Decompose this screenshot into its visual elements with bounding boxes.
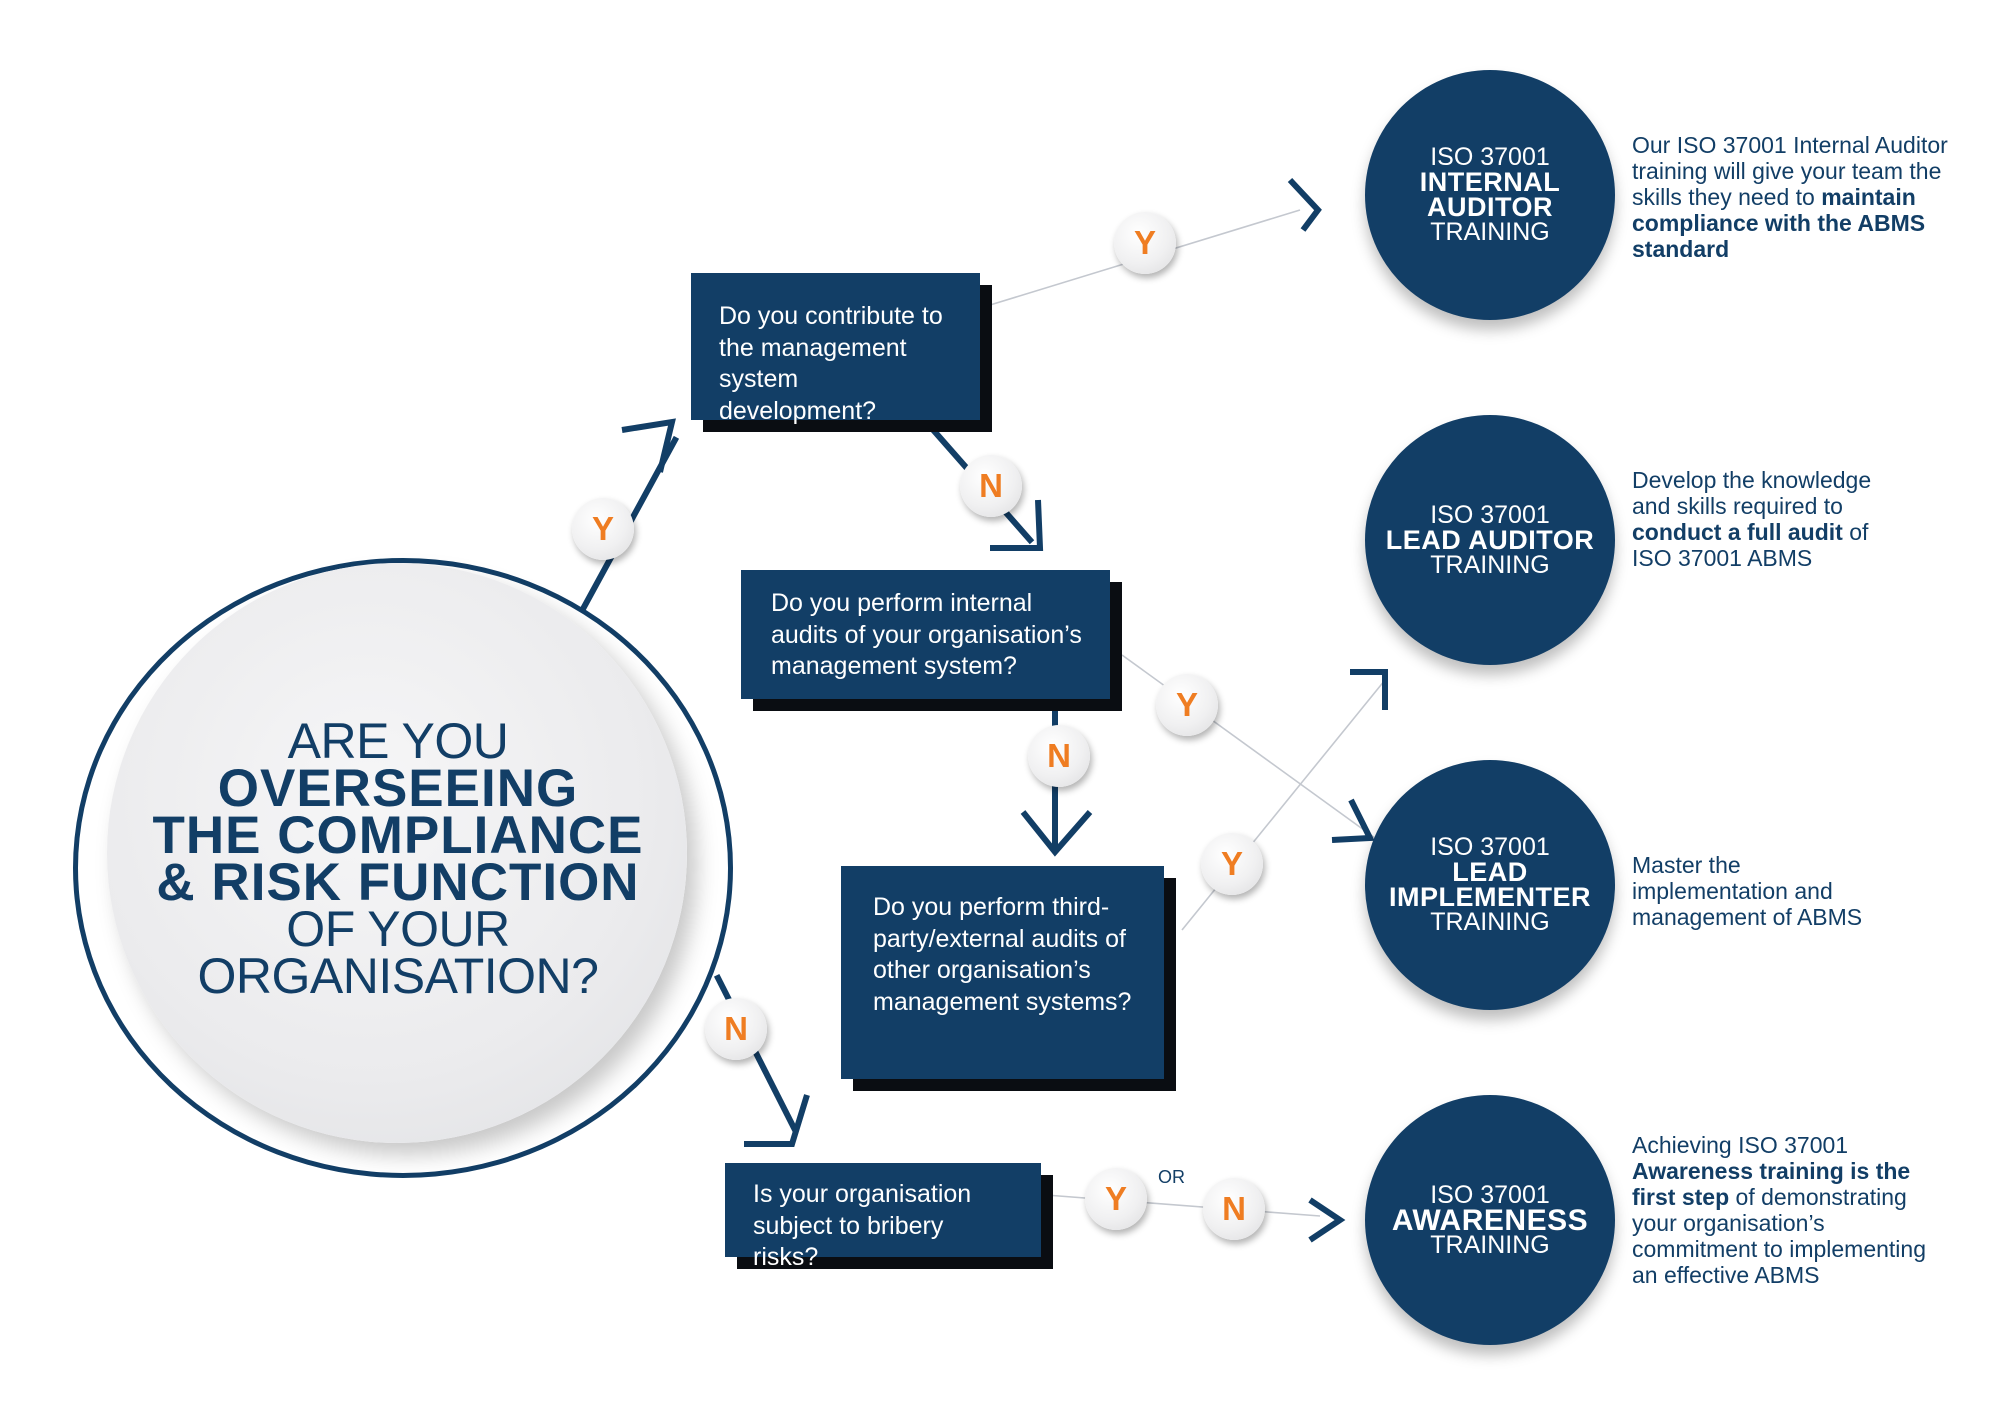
arrowhead-q2 <box>990 499 1044 551</box>
arrowhead-q4 <box>744 1094 810 1147</box>
training-suffix: TRAINING <box>1430 550 1550 579</box>
main-question-line6: ORGANISATION? <box>197 948 599 1004</box>
description-emphasis: maintain compliance with the ABMS standa… <box>1632 184 1926 262</box>
training-name: INTERNAL <box>1419 167 1561 197</box>
main-question-line5: OF YOUR <box>286 901 510 957</box>
training-name: LEAD <box>1452 857 1528 887</box>
description-emphasis: conduct a full audit <box>1632 519 1843 545</box>
no-bubble-q1: N <box>960 455 1022 517</box>
description-text: Our ISO 37001 Internal Auditor training … <box>1632 132 1948 210</box>
arrowhead-q1 <box>621 418 676 473</box>
training-name: AUDITOR <box>1426 192 1553 222</box>
yes-bubble-q3: Y <box>1201 833 1263 895</box>
training-prefix: ISO 37001 <box>1430 143 1550 171</box>
arrowhead-awareness <box>1308 1197 1346 1243</box>
arrowhead-q3 <box>1020 810 1093 857</box>
question-text: Is your organisation subject to bribery … <box>753 1180 972 1271</box>
question-box-external-audits: Do you perform third-party/external audi… <box>841 866 1164 1079</box>
training-name: LEAD AUDITOR <box>1385 524 1595 555</box>
arrowhead-lead-auditor <box>1350 669 1388 710</box>
connector-q2-yes <box>1121 654 1376 839</box>
training-suffix: TRAINING <box>1430 908 1550 936</box>
description-emphasis: Awareness training is the first step <box>1632 1158 1911 1210</box>
training-prefix: ISO 37001 <box>1430 1180 1550 1209</box>
yes-bubble-main: Y <box>572 498 634 560</box>
training-suffix: TRAINING <box>1430 1230 1550 1259</box>
question-text: Do you perform internal audits of your o… <box>771 589 1082 680</box>
main-question-line4: & RISK FUNCTION <box>156 853 640 912</box>
description-text: of demonstrating your organisation’s com… <box>1632 1184 1926 1288</box>
main-question-line3: THE COMPLIANCE <box>152 806 644 865</box>
training-circle-lead-implementer: ISO 37001 LEAD IMPLEMENTER TRAINING <box>1365 760 1615 1010</box>
no-bubble-q2: N <box>1028 725 1090 787</box>
yes-bubble-q4: Y <box>1085 1168 1147 1230</box>
training-prefix: ISO 37001 <box>1430 833 1550 861</box>
question-box-management-development: Do you contribute to the management syst… <box>691 273 980 425</box>
main-question-line2: OVERSEEING <box>217 759 579 818</box>
main-question-line1: ARE YOU <box>287 713 509 769</box>
training-name: IMPLEMENTER <box>1388 882 1591 912</box>
training-circle-lead-auditor: ISO 37001 LEAD AUDITOR TRAINING <box>1365 415 1615 665</box>
description-lead-implementer: Master the implementation and management… <box>1632 852 1897 930</box>
arrowhead-internal-auditor <box>1287 177 1322 232</box>
description-text: Master the implementation and management… <box>1632 852 1863 930</box>
description-text: Develop the knowledge and skills require… <box>1632 467 1872 519</box>
no-bubble-q4: N <box>1203 1178 1265 1240</box>
question-box-bribery-risks: Is your organisation subject to bribery … <box>725 1163 1041 1271</box>
training-circle-internal-auditor: ISO 37001 INTERNAL AUDITOR TRAINING <box>1365 70 1615 320</box>
question-box-internal-audits: Do you perform internal audits of your o… <box>741 570 1110 699</box>
main-question-circle <box>107 563 687 1143</box>
description-internal-auditor: Our ISO 37001 Internal Auditor training … <box>1632 132 1952 262</box>
no-bubble-main: N <box>705 998 767 1060</box>
yes-bubble-q2: Y <box>1156 674 1218 736</box>
or-label: OR <box>1158 1167 1185 1187</box>
description-text: of ISO 37001 ABMS <box>1632 519 1869 571</box>
description-lead-auditor: Develop the knowledge and skills require… <box>1632 467 1897 571</box>
question-text: Do you contribute to the management syst… <box>719 302 943 425</box>
question-text: Do you perform third-party/external audi… <box>873 893 1132 1016</box>
training-suffix: TRAINING <box>1430 218 1550 246</box>
yes-bubble-q1: Y <box>1114 212 1176 274</box>
description-awareness: Achieving ISO 37001 Awareness training i… <box>1632 1132 1942 1288</box>
main-question-text: ARE YOU OVERSEEING THE COMPLIANCE & RISK… <box>120 713 676 1004</box>
training-circle-awareness: ISO 37001 AWARENESS TRAINING <box>1365 1095 1615 1345</box>
training-name: AWARENESS <box>1391 1203 1589 1237</box>
description-text: Achieving ISO 37001 <box>1632 1132 1849 1158</box>
arrowhead-lead-implementer <box>1331 798 1375 843</box>
training-prefix: ISO 37001 <box>1430 500 1550 529</box>
